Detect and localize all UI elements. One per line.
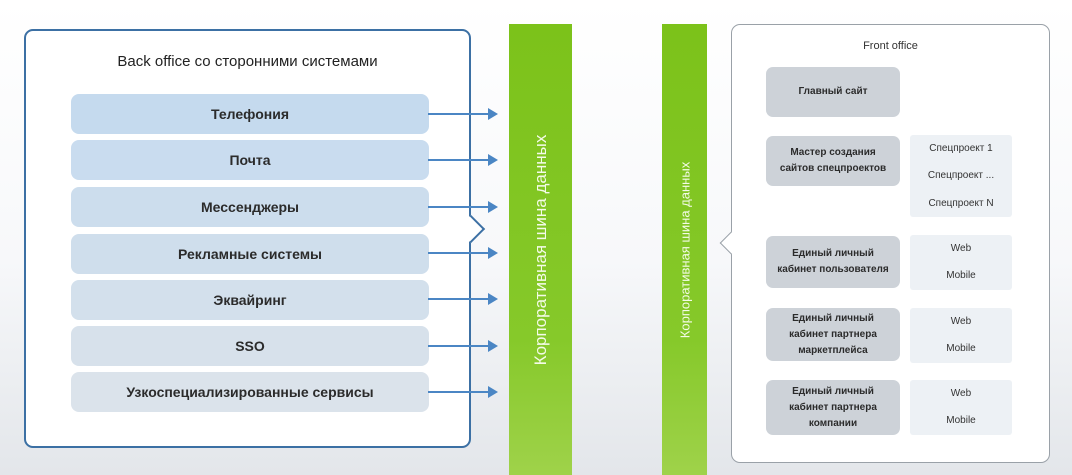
back-item-sso: SSO <box>71 326 429 366</box>
special-projects-group: Спецпроект 1 Спецпроект ... Спецпроект N <box>910 135 1012 217</box>
special-project-1: Спецпроект 1 <box>929 143 993 154</box>
arrowhead-icon <box>488 386 498 398</box>
arrow-telephony <box>428 108 498 120</box>
marketplace-cabinet-mobile: Mobile <box>946 343 976 354</box>
arrow-ad-systems <box>428 247 498 259</box>
arrow-specialized-services <box>428 386 498 398</box>
special-project-n: Спецпроект N <box>928 198 994 209</box>
arrow-sso <box>428 340 498 352</box>
marketplace-cabinet-platforms: Web Mobile <box>910 308 1012 363</box>
back-office-panel: Back office со сторонними системами Теле… <box>24 29 486 448</box>
arrow-acquiring <box>428 293 498 305</box>
back-office-title: Back office со сторонними системами <box>117 53 378 70</box>
back-item-ad-systems: Рекламные системы <box>71 234 429 274</box>
arrow-messengers <box>428 201 498 213</box>
front-item-company-partner-cabinet: Единый личный кабинет партнера компании <box>766 380 900 435</box>
data-bus-left-label: Корпоративная шина данных <box>530 134 550 365</box>
back-office-notch <box>456 214 486 244</box>
company-cabinet-mobile: Mobile <box>946 415 976 426</box>
data-bus-left: Корпоративная шина данных <box>509 24 572 475</box>
front-item-marketplace-partner-cabinet: Единый личный кабинет партнера маркетпле… <box>766 308 900 361</box>
front-office-title: Front office <box>863 40 918 52</box>
arrowhead-icon <box>488 108 498 120</box>
company-cabinet-platforms: Web Mobile <box>910 380 1012 435</box>
front-item-main-site: Главный сайт <box>766 67 900 117</box>
front-item-company-partner-cabinet-label: Единый личный кабинет партнера компании <box>789 385 877 429</box>
user-cabinet-mobile: Mobile <box>946 270 976 281</box>
data-bus-right: Корпоративная шина данных <box>662 24 707 475</box>
front-item-main-site-label: Главный сайт <box>798 86 868 97</box>
front-office-notch <box>719 231 743 255</box>
front-item-user-cabinet-label: Единый личный кабинет пользователя <box>777 248 889 275</box>
user-cabinet-platforms: Web Mobile <box>910 235 1012 290</box>
front-item-user-cabinet: Единый личный кабинет пользователя <box>766 236 900 288</box>
back-item-messengers: Мессенджеры <box>71 187 429 227</box>
arrowhead-icon <box>488 201 498 213</box>
front-item-special-projects-master: Мастер создания сайтов спецпроектов <box>766 136 900 186</box>
back-item-specialized-services: Узкоспециализированные сервисы <box>71 372 429 412</box>
back-item-mail: Почта <box>71 140 429 180</box>
arrowhead-icon <box>488 293 498 305</box>
arrowhead-icon <box>488 247 498 259</box>
user-cabinet-web: Web <box>950 243 972 254</box>
front-item-marketplace-partner-cabinet-label: Единый личный кабинет партнера маркетпле… <box>789 312 877 356</box>
company-cabinet-web: Web <box>950 388 972 399</box>
front-office-panel: Front office Главный сайт Мастер создани… <box>719 24 1050 463</box>
back-item-acquiring: Эквайринг <box>71 280 429 320</box>
back-item-telephony: Телефония <box>71 94 429 134</box>
data-bus-right-label: Корпоративная шина данных <box>677 161 692 338</box>
marketplace-cabinet-web: Web <box>950 316 972 327</box>
arrowhead-icon <box>488 154 498 166</box>
arrow-mail <box>428 154 498 166</box>
arrowhead-icon <box>488 340 498 352</box>
special-project-ellipsis: Спецпроект ... <box>927 170 995 181</box>
front-item-special-projects-master-label: Мастер создания сайтов спецпроектов <box>779 147 887 174</box>
